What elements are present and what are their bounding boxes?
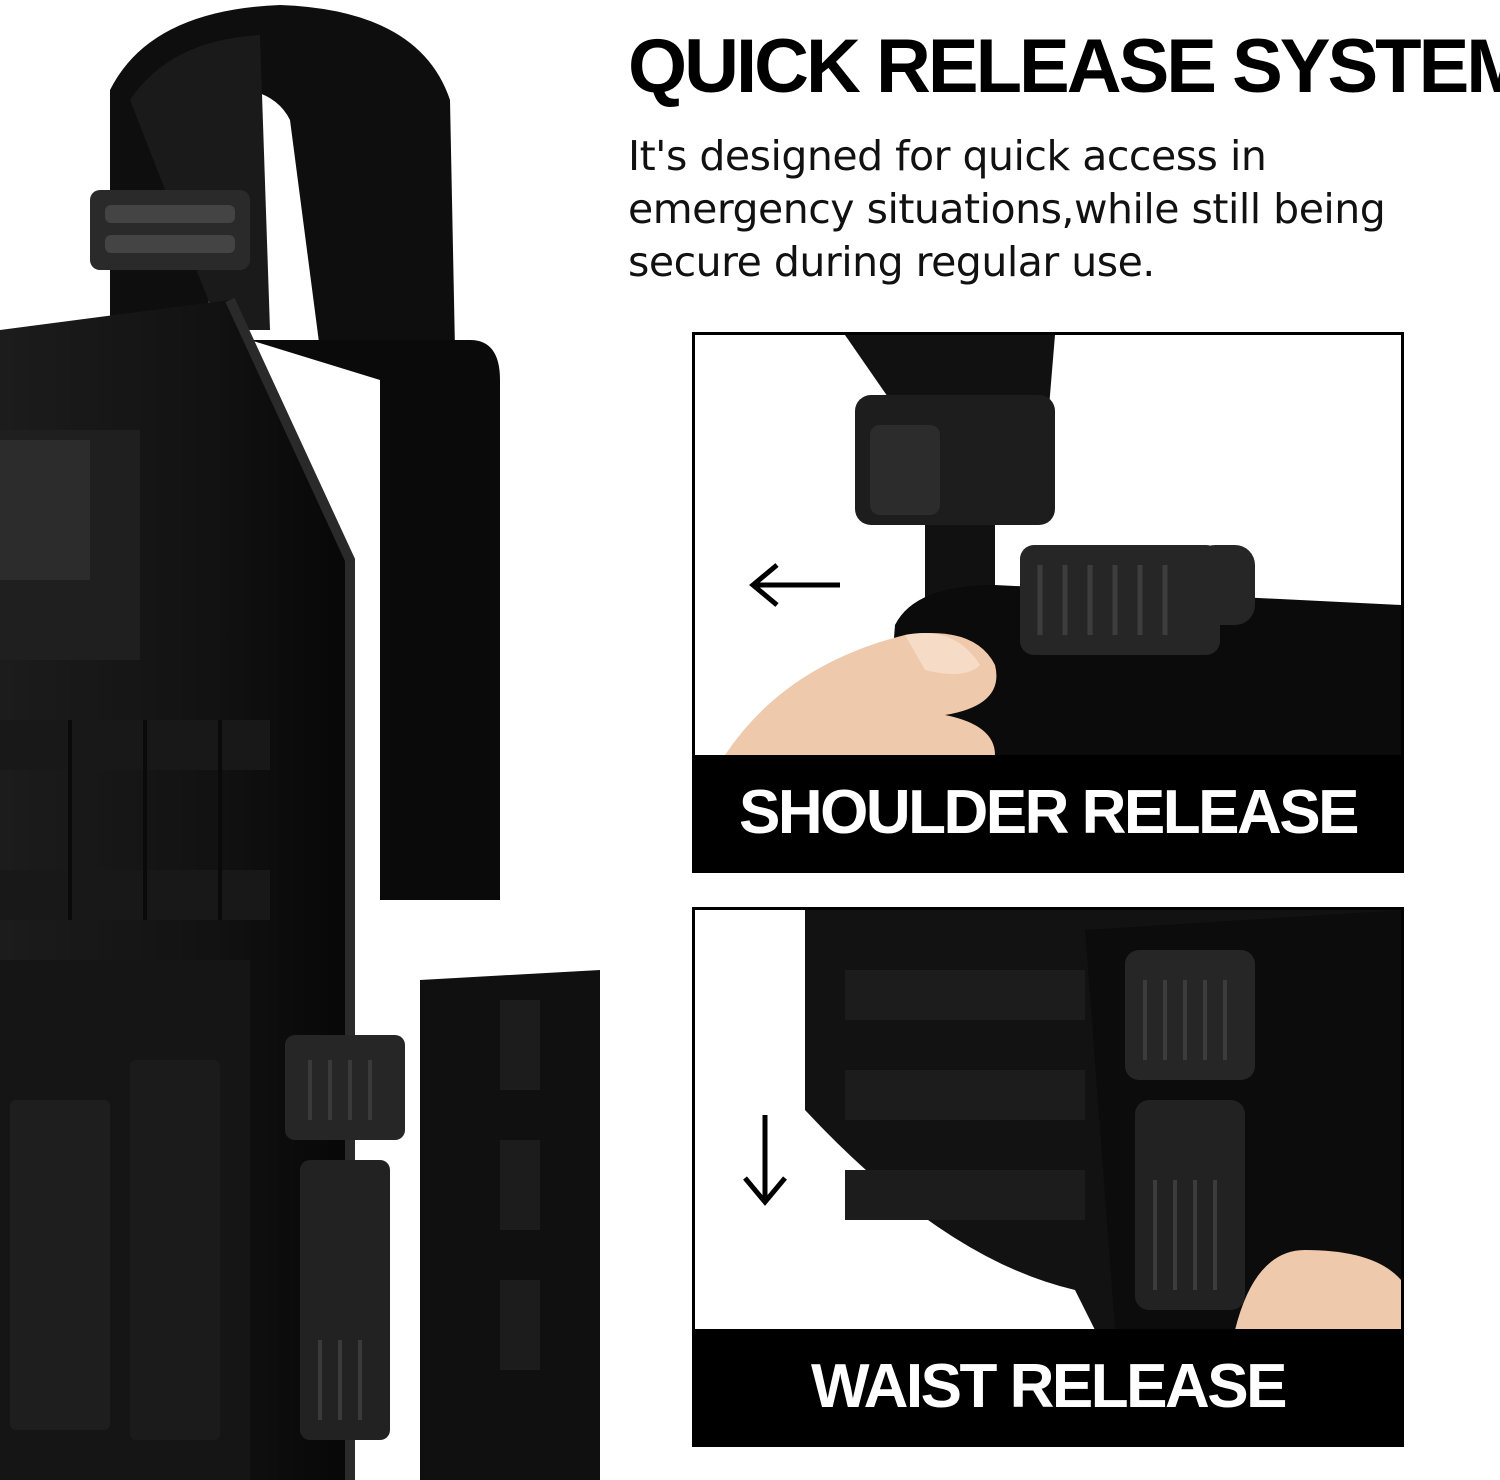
- shoulder-release-photo: [695, 335, 1401, 755]
- page-title: QUICK RELEASE SYSTEM: [628, 24, 1500, 109]
- shoulder-release-banner: SHOULDER RELEASE: [695, 755, 1401, 870]
- feature-description: It's designed for quick access in emerge…: [628, 132, 1386, 286]
- shoulder-release-caption: SHOULDER RELEASE: [739, 778, 1359, 847]
- vest-product-image: [0, 0, 600, 1480]
- arrow-down-icon: [743, 1115, 787, 1206]
- waist-release-banner: WAIST RELEASE: [695, 1329, 1401, 1444]
- waist-release-caption: WAIST RELEASE: [811, 1352, 1287, 1421]
- shoulder-release-panel: SHOULDER RELEASE: [692, 332, 1404, 873]
- waist-release-photo: [695, 910, 1401, 1330]
- arrow-left-icon: [749, 563, 840, 607]
- waist-release-panel: WAIST RELEASE: [692, 907, 1404, 1447]
